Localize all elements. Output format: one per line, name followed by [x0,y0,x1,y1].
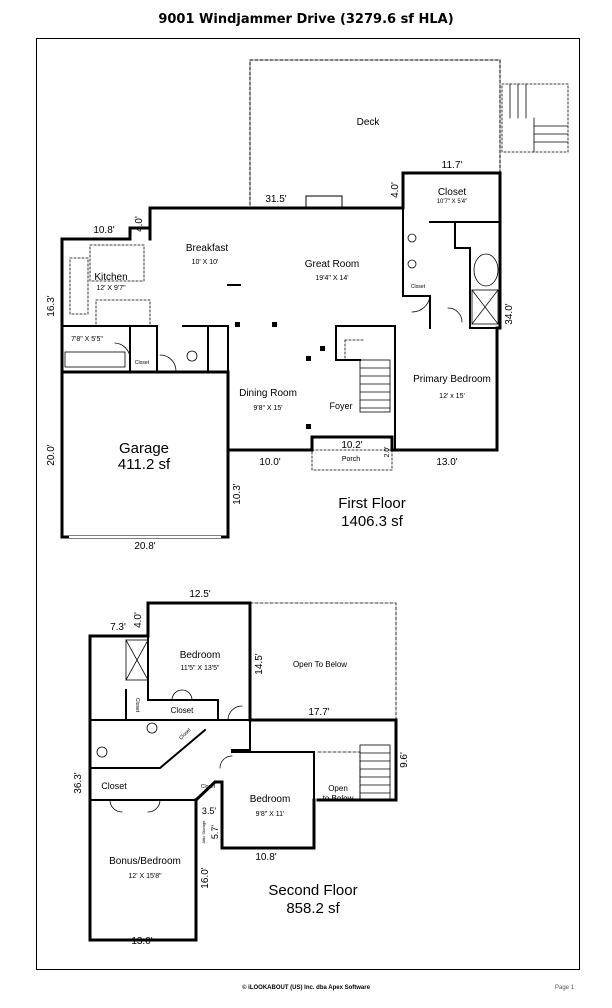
dining-room-dim: 9'8" X 15' [253,405,282,412]
great-room-dim: 19'4" X 14' [315,275,348,282]
dim-34-0: 34.0' [504,303,515,324]
first-floor-doors [114,207,463,372]
dim-10-0: 10.0' [259,457,280,468]
foyer-label: Foyer [329,401,352,411]
plan-title: 9001 Windjammer Drive (3279.6 sf HLA) [158,12,454,27]
first-floor-label: First Floor [338,495,406,512]
closet-small2-label: Closet [411,284,426,290]
laundry-dim: 7'8" X 5'5" [71,336,103,343]
dim-4-0a: 4.0' [390,182,401,198]
bath-fixtures [64,233,499,368]
kitchen-label: Kitchen [94,272,127,283]
closet-d-label: Closet [101,781,127,791]
deck-outline [249,59,501,206]
dining-room-label: Dining Room [239,388,297,399]
first-floor-area: 1406.3 sf [341,513,404,530]
dim2-16-0: 16.0' [200,867,211,888]
open-to-below-outlines [249,602,397,801]
page-frame [36,38,580,970]
closet-a-label: Closet [171,706,194,715]
first-floor-interior-walls [61,207,501,451]
page-number: Page 1 [555,985,575,991]
fireplace [305,195,343,209]
dim2-10-8: 10.8' [255,852,276,863]
dim2-36-3: 36.3' [73,772,84,793]
open-to-below2b-label: to Below [323,794,354,803]
porch-outline [311,449,393,471]
bonus-dim: 12' X 15'8" [128,873,162,880]
dim-13-0: 13.0' [436,457,457,468]
primary-bedroom-dim: 12' x 15' [439,393,465,400]
dim2-17-7: 17.7' [308,707,329,718]
second-floor-interior-walls [89,635,315,849]
dim-2-0: 2.0' [384,446,391,457]
closet-e-label: Closet [201,784,216,790]
garage-label: Garage [119,440,169,457]
dim-10-2: 10.2' [341,440,362,451]
attic-storage-label: Attic Storage [201,820,206,844]
closet-c-label: Closet [178,727,193,742]
bedroom1-dim: 11'5" X 13'5" [180,665,220,672]
closet-label: Closet [438,187,467,198]
deck-stairs [501,83,569,153]
second-floor-label: Second Floor [268,882,357,899]
second-floor-stairs [359,744,391,801]
closet-dim: 10'7" X 5'4" [437,199,468,205]
porch-label: Porch [342,456,360,463]
bedroom2-label: Bedroom [250,794,291,805]
kitchen-counters [69,244,151,327]
second-floor-doors [109,689,243,813]
dim-16-3: 16.3' [46,295,57,316]
footer-copyright: © iLOOKABOUT (US) Inc. dba Apex Software [242,985,370,991]
second-floor-area: 858.2 sf [286,900,340,917]
dim2-14-5: 14.5' [254,653,265,674]
bedroom2-dim: 9'8" X 11' [256,811,285,818]
dim2-12-5: 12.5' [189,589,210,600]
dim2-5-7: 5.7' [210,825,220,840]
dim-10-8: 10.8' [93,225,114,236]
second-floor-fixtures [96,639,158,758]
dim-4-0b: 4.0' [134,216,145,232]
closet-b-label: Closet [134,698,140,713]
dim2-4-0: 4.0' [133,612,144,628]
dim2-13-0: 13.0' [131,936,152,947]
dim2-9-6: 9.6' [399,752,410,768]
great-room-label: Great Room [305,259,359,270]
garage-area: 411.2 sf [118,456,171,473]
closet-small1-label: Closet [135,360,150,366]
dim2-7-3: 7.3' [110,622,126,633]
dim-20-0: 20.0' [46,444,57,465]
bonus-label: Bonus/Bedroom [109,856,181,867]
primary-bedroom-label: Primary Bedroom [413,374,491,385]
dim-31-5: 31.5' [265,194,286,205]
kitchen-dim: 12' X 9'7" [96,285,126,292]
breakfast-dim: 10' X 10' [192,259,219,266]
columns [235,322,325,429]
dim-20-8: 20.8' [134,541,155,552]
bedroom1-label: Bedroom [180,650,221,661]
dim-10-3: 10.3' [232,483,243,504]
open-to-below2a-label: Open [328,784,348,793]
breakfast-label: Breakfast [186,243,228,254]
first-floor-exterior-walls [60,171,502,539]
deck-label: Deck [357,117,381,128]
open-to-below1-label: Open To Below [293,660,347,669]
dim-11-7: 11.7' [442,160,463,171]
first-floor-stairs [344,339,391,413]
dim2-3-5: 3.5' [202,806,217,816]
